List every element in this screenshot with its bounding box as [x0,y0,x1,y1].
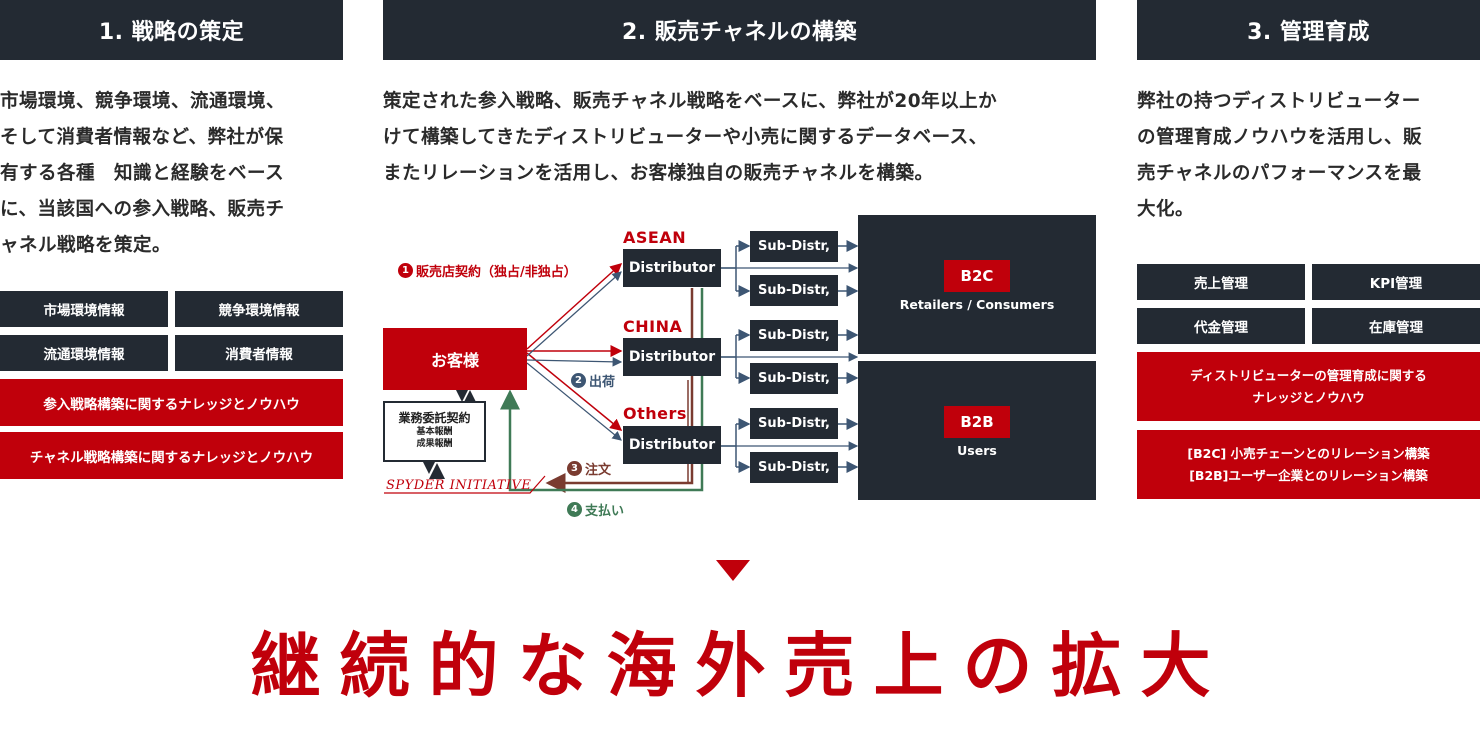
column-2-heading: 2. 販売チャネルの構築 [383,0,1096,60]
flow-number: 3 [567,461,582,476]
flow-label-text: 出荷 [589,375,616,390]
flow-label-text: 販売店契約（独占/非独占） [416,265,577,280]
tag-sales-mgmt: 売上管理 [1137,264,1305,300]
flow-payment: 4 支払い [567,500,624,519]
text-line: に、当該国への参入戦略、販売チ [0,199,285,220]
contract-base-fee: 基本報酬 [416,427,453,437]
outsourcing-contract-box: 業務委託契約 基本報酬 成果報酬 [383,401,486,462]
tag-payment-mgmt: 代金管理 [1137,308,1305,344]
bottom-title: 継続的な海外売上の拡大 [250,625,1230,707]
text-line: けて構築してきたディストリビューターや小売に関するデータベース、 [383,127,988,148]
column-2-text: 策定された参入戦略、販売チャネル戦略をベースに、弊社が20年以上か けて構築して… [383,84,1096,192]
contract-title: 業務委託契約 [398,411,471,425]
column-1-heading: 1. 戦略の策定 [0,0,343,60]
tag-competition: 競争環境情報 [175,291,343,327]
text-line: 大化。 [1137,199,1195,220]
contract-success-fee: 成果報酬 [416,439,453,449]
flow-label-text: 支払い [585,504,625,519]
customer-node: お客様 [383,328,527,390]
sub-distributor: Sub-Distr, [750,452,838,483]
distributor-others: Distributor [623,426,721,464]
text-line: の管理育成ノウハウを活用し、販 [1137,127,1423,148]
flow-contract: 1 販売店契約（独占/非独占） [398,261,577,280]
text-line: ャネル戦略を策定。 [0,235,172,256]
knowledge-entry-strategy: 参入戦略構築に関するナレッジとノウハウ [0,379,343,426]
relationship-building: [B2C] 小売チェーンとのリレーション構築 [B2B]ユーザー企業とのリレーシ… [1137,430,1480,499]
flow-number: 2 [571,373,586,388]
text-line: [B2C] 小売チェーンとのリレーション構築 [1187,445,1430,461]
region-others: Others [623,404,687,423]
flow-shipping: 2 出荷 [571,371,615,390]
sub-distributor: Sub-Distr, [750,363,838,394]
text-line: またリレーションを活用し、お客様独自の販売チャネルを構築。 [383,163,934,184]
sub-distributor: Sub-Distr, [750,231,838,262]
tag-distribution: 流通環境情報 [0,335,168,371]
region-china: CHINA [623,317,683,336]
distributor-asean: Distributor [623,249,721,287]
flow-order: 3 注文 [567,459,611,478]
flow-label-text: 注文 [585,463,612,478]
distributor-china: Distributor [623,338,721,376]
text-line: ディストリビューターの管理育成に関する [1190,367,1427,383]
text-line: そして消費者情報など、弊社が保 [0,127,284,148]
text-line: 売チャネルのパフォーマンスを最 [1137,163,1422,184]
flow-number: 4 [567,502,582,517]
b2c-label: Retailers / Consumers [899,297,1055,312]
b2c-badge: B2C [944,260,1010,292]
sub-distributor: Sub-Distr, [750,275,838,306]
flow-number: 1 [398,263,413,278]
sub-distributor: Sub-Distr, [750,408,838,439]
text-line: 市場環境、競争環境、流通環境、 [0,91,286,112]
tag-inventory-mgmt: 在庫管理 [1312,308,1480,344]
column-1-text: 市場環境、競争環境、流通環境、 そして消費者情報など、弊社が保 有する各種 知識… [0,84,345,264]
triangle-down-icon [716,560,750,581]
text-line: 有する各種 知識と経験をベース [0,163,285,184]
spyder-initiative-logo: SPYDER INITIATIVE [386,478,532,493]
b2b-badge: B2B [944,406,1010,438]
knowledge-distributor-mgmt: ディストリビューターの管理育成に関する ナレッジとノウハウ [1137,352,1480,421]
text-line: 弊社の持つディストリビューター [1137,91,1421,112]
column-3-heading: 3. 管理育成 [1137,0,1480,60]
b2c-block: B2C Retailers / Consumers [858,215,1096,354]
region-asean: ASEAN [623,228,687,247]
knowledge-channel-strategy: チャネル戦略構築に関するナレッジとノウハウ [0,432,343,479]
text-line: [B2B]ユーザー企業とのリレーション構築 [1189,467,1428,483]
tag-consumer: 消費者情報 [175,335,343,371]
b2b-label: Users [957,443,997,458]
text-line: ナレッジとノウハウ [1252,389,1365,405]
sub-distributor: Sub-Distr, [750,320,838,351]
text-line: 策定された参入戦略、販売チャネル戦略をベースに、弊社が20年以上か [383,91,998,112]
b2b-block: B2B Users [858,361,1096,500]
column-3-text: 弊社の持つディストリビューター の管理育成ノウハウを活用し、販 売チャネルのパフ… [1137,84,1480,228]
tag-kpi-mgmt: KPI管理 [1312,264,1480,300]
tag-market: 市場環境情報 [0,291,168,327]
